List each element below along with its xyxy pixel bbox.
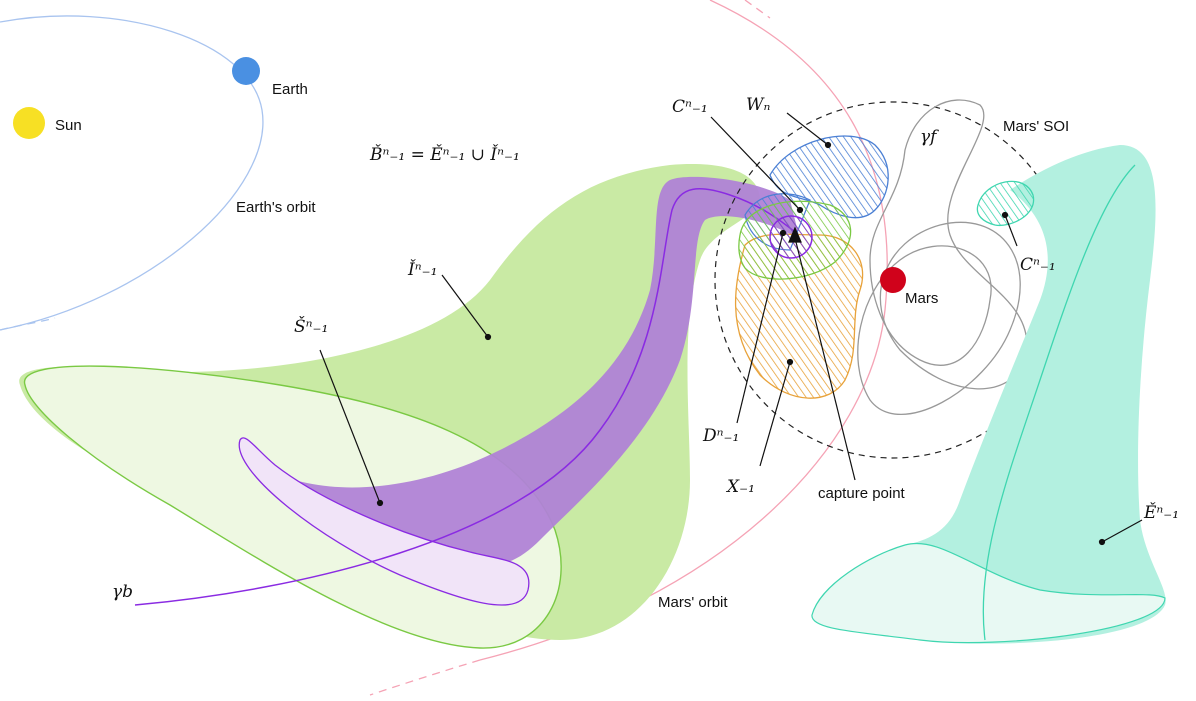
earth-orbit-label: Earth's orbit <box>236 199 316 216</box>
region-S <box>238 437 530 606</box>
capture-point-label: capture point <box>818 485 906 502</box>
mars-orbit <box>479 0 888 661</box>
leader-I-dot <box>484 333 492 341</box>
label-W: Wₙ <box>746 95 770 115</box>
trajectory-gamma-b <box>134 188 796 606</box>
leader-E-dot <box>1098 538 1106 546</box>
leader-D-dot <box>779 229 787 237</box>
mars-soi-label: Mars' SOI <box>1003 118 1069 135</box>
region-E-light <box>811 542 1166 644</box>
leader-W <box>786 112 829 146</box>
leader-C-right-dot <box>1001 211 1009 219</box>
label-X: X₋₁ <box>725 477 755 497</box>
earth-label: Earth <box>272 81 308 98</box>
earth-orbit-dashed <box>0 317 56 331</box>
purple-tube <box>268 176 800 567</box>
sun-body <box>13 107 45 139</box>
leader-X <box>759 361 791 467</box>
label-S: Šⁿ₋₁ <box>294 316 328 337</box>
leader-capture <box>794 237 856 481</box>
capture-arrow-head <box>788 226 802 243</box>
leader-C-top-dot <box>796 206 804 214</box>
trajectory-gamma-f <box>857 99 1028 415</box>
leader-C-right <box>1004 214 1018 247</box>
label-gamma-b: γb <box>112 582 133 602</box>
leader-X-dot <box>786 358 794 366</box>
label-I: Ǐⁿ₋₁ <box>407 259 437 280</box>
leader-E <box>1101 519 1143 543</box>
mars-label: Mars <box>905 290 938 307</box>
mars-orbit-dashed-top <box>744 0 771 19</box>
region-C-teal <box>976 180 1035 227</box>
label-gamma-f: γf <box>920 127 939 147</box>
earth-body <box>232 57 260 85</box>
label-C-top: Cⁿ₋₁ <box>672 97 708 117</box>
mars-body <box>880 267 906 293</box>
mars-orbit-label: Mars' orbit <box>658 594 728 611</box>
earth-orbit <box>0 15 264 331</box>
region-I <box>19 164 761 640</box>
sun-label: Sun <box>55 117 82 134</box>
equation-label: B̌ⁿ₋₁ = Ěⁿ₋₁ ∪ Ǐⁿ₋₁ <box>369 144 520 165</box>
label-C-right: Cⁿ₋₁ <box>1020 255 1056 275</box>
label-E: Ěⁿ₋₁ <box>1143 502 1179 523</box>
label-D: Dⁿ₋₁ <box>702 426 739 446</box>
leader-I <box>441 274 489 338</box>
mars-orbit-dashed-bottom <box>369 659 481 696</box>
region-E-trace <box>982 164 1136 641</box>
leader-S <box>319 349 381 504</box>
leader-C-top <box>710 116 801 211</box>
leader-W-dot <box>824 141 832 149</box>
leader-D <box>736 232 784 424</box>
leader-S-dot <box>376 499 384 507</box>
region-E <box>811 145 1166 644</box>
